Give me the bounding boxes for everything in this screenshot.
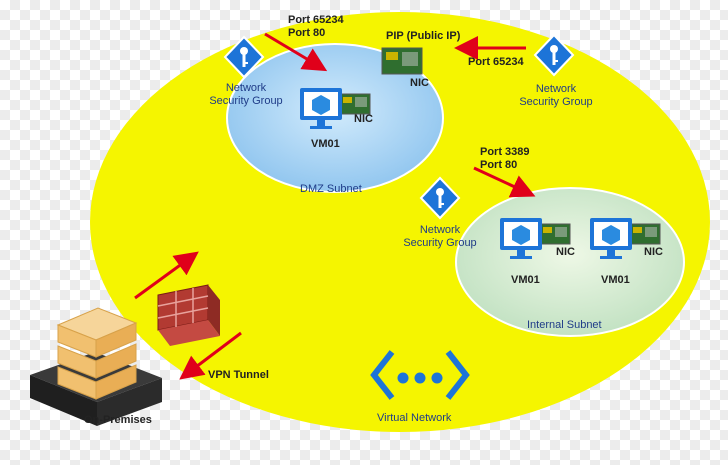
vpn-tunnel-label: VPN Tunnel (208, 369, 269, 381)
arrow-internal-inbound (473, 166, 536, 198)
internal-vm1-nic-label: NIC (556, 246, 575, 258)
pip-port-label: Port 65234 (468, 56, 524, 68)
internal-vm2-nic-label: NIC (644, 246, 663, 258)
virtual-network-icon (370, 350, 470, 400)
dmz-nic-label: NIC (354, 113, 373, 125)
dmz-vm-label: VM01 (311, 138, 340, 150)
internal-subnet-area (455, 187, 685, 337)
arrow-vpn-in (179, 331, 242, 380)
server-stack-icon (30, 307, 162, 426)
internal-vm2-label: VM01 (601, 274, 630, 286)
arrow-dmz-inbound (264, 32, 328, 72)
internal-vm1-label: VM01 (511, 274, 540, 286)
dmz-port-label: Port 65234 Port 80 (288, 14, 344, 39)
nic-card-icon (629, 223, 661, 245)
nic-card-icon (381, 47, 423, 75)
pip-label: PIP (Public IP) (386, 30, 461, 42)
nic-card-icon (539, 223, 571, 245)
key-shield-icon (419, 176, 461, 220)
pip-nic-label: NIC (410, 77, 429, 89)
arrow-vpn-out (134, 251, 199, 300)
nic-card-icon (339, 93, 371, 115)
external-nsg-label: Network Security Group (519, 83, 593, 108)
internal-nsg-label: Network Security Group (403, 224, 477, 249)
vm-monitor-icon (300, 88, 342, 129)
on-premises-label: On-Premises (84, 414, 152, 426)
internal-subnet-label: Internal Subnet (527, 319, 602, 331)
key-shield-icon (223, 35, 265, 79)
dmz-nsg-label: Network Security Group (209, 82, 283, 107)
dmz-subnet-label: DMZ Subnet (300, 183, 362, 195)
virtual-network-label: Virtual Network (377, 412, 452, 424)
vm-monitor-icon (500, 218, 542, 259)
internal-port-label: Port 3389 Port 80 (480, 146, 530, 171)
key-shield-icon (533, 33, 575, 77)
firewall-icon (157, 284, 220, 346)
vm-monitor-icon (590, 218, 632, 259)
